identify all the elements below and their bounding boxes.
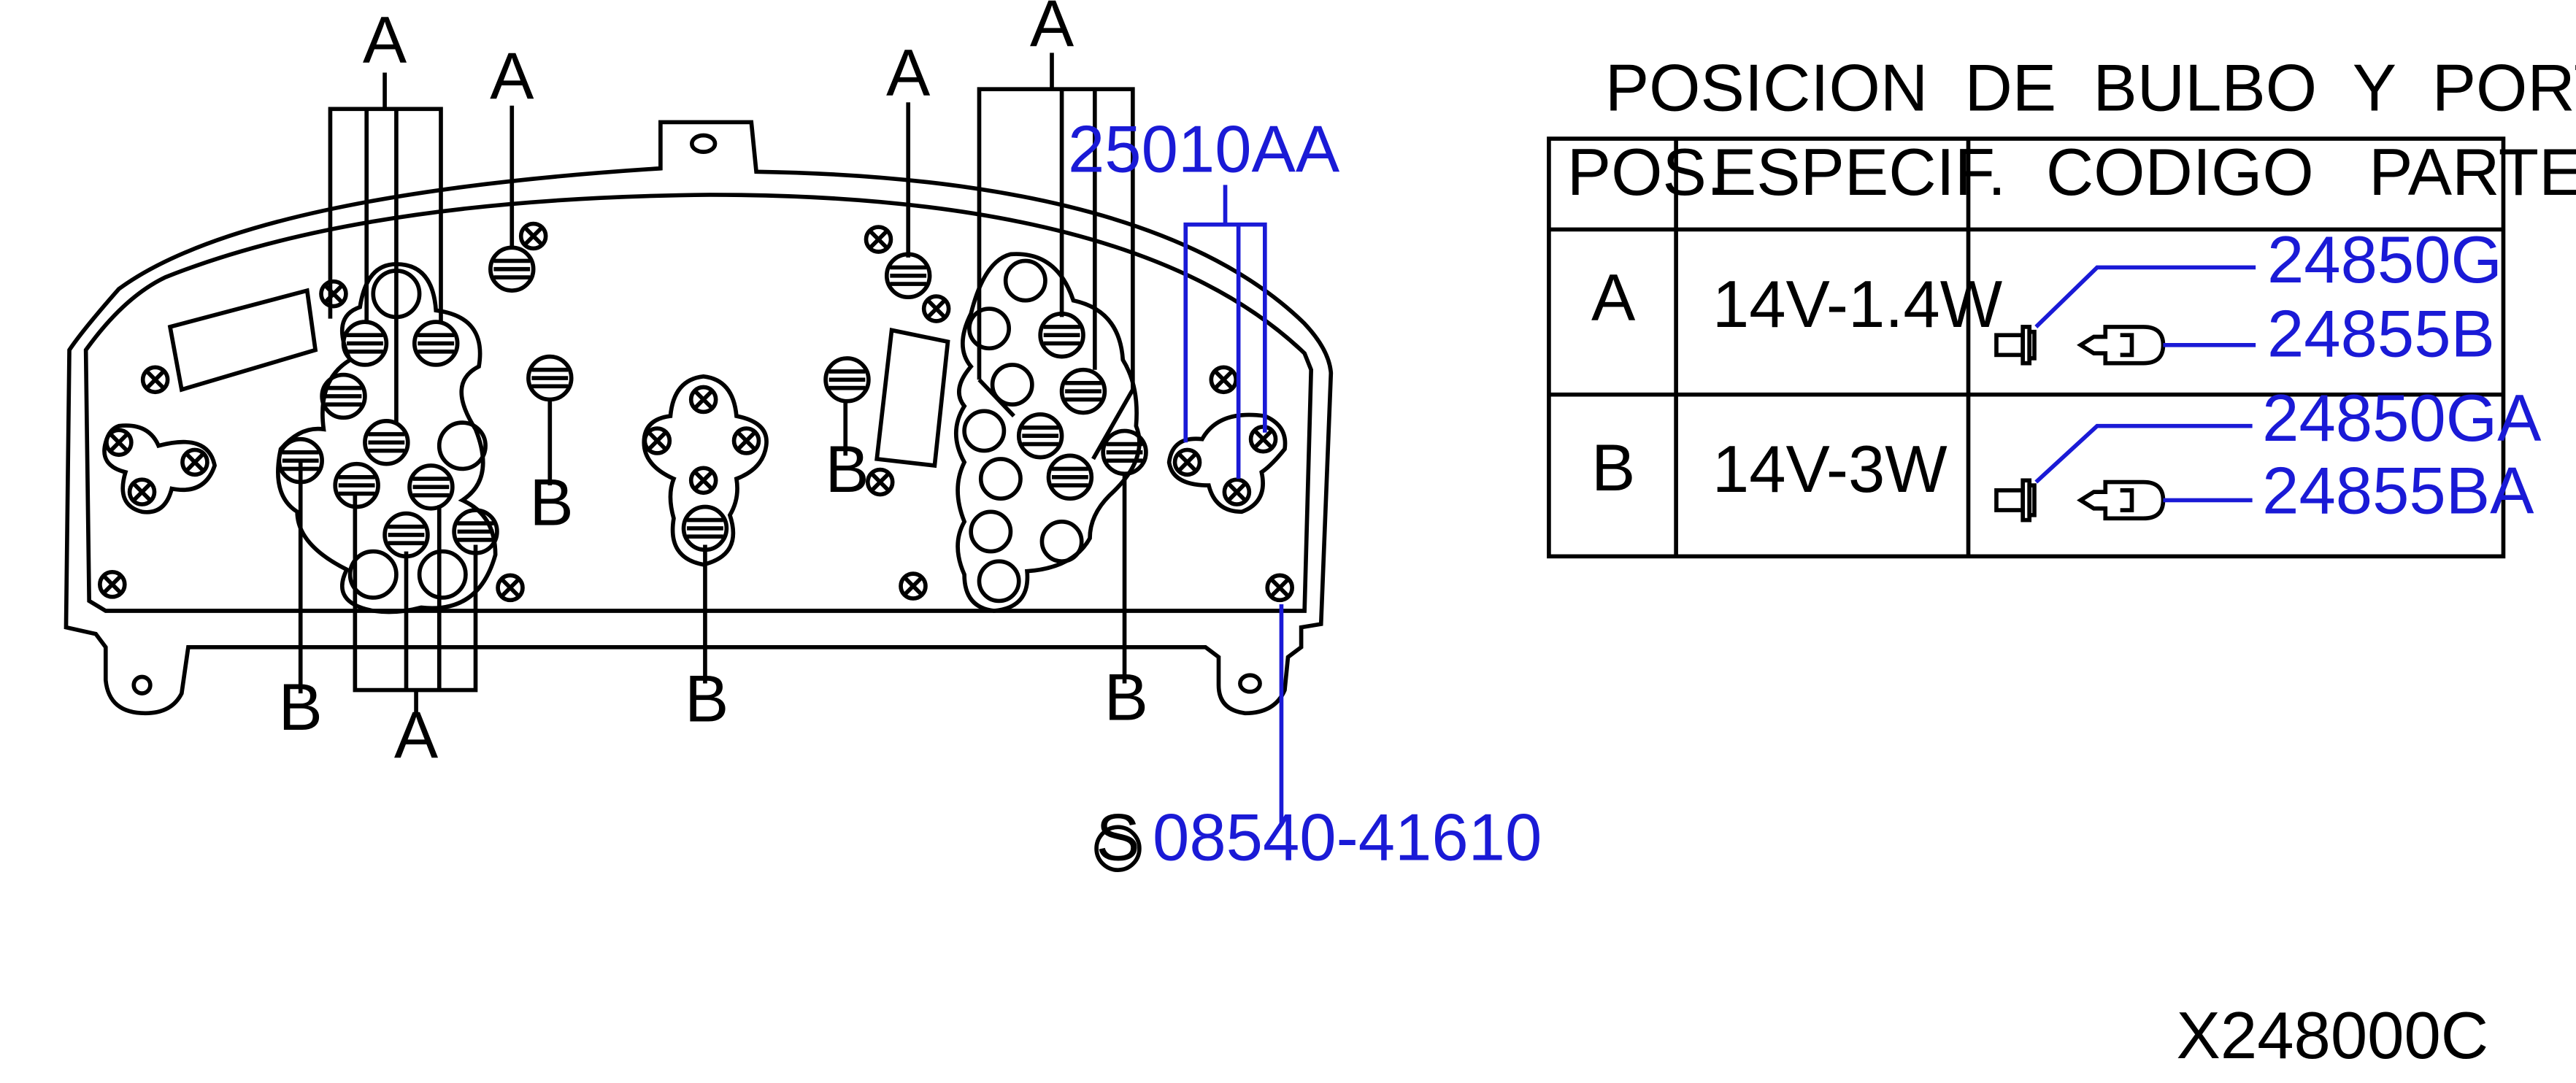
header-code: CODIGO PARTE <box>2046 136 2576 209</box>
screws <box>98 221 1294 603</box>
screw-icon <box>98 570 127 599</box>
screw-icon <box>104 428 134 458</box>
bulb-sockets <box>277 245 1148 559</box>
screw-icon <box>731 426 761 455</box>
label-a-bottom-left: A <box>394 698 439 772</box>
bulb-socket-icon <box>341 320 389 367</box>
right-pcb-outline <box>953 252 1142 613</box>
leader-lines-a-top-left <box>328 72 443 423</box>
row-a-socket-icon <box>1994 325 2037 366</box>
leader-lines-a-bottom-left <box>353 495 478 714</box>
screw-icon <box>127 477 157 506</box>
row-a-socket-part: 24850G <box>2267 223 2502 297</box>
bulb-socket-icon <box>488 245 536 293</box>
row-b-socket-part: 24850GA <box>2262 382 2542 455</box>
left-screw-boss <box>102 423 218 514</box>
row-a-spec: 14V-1.4W <box>1712 268 2003 342</box>
bulb-socket-icon <box>412 320 460 367</box>
screw-icon <box>642 426 672 455</box>
bulb-socket-icon <box>884 252 932 300</box>
label-b-left: B <box>279 671 323 744</box>
row-b-socket-leader <box>2034 423 2253 484</box>
row-b-spec: 14V-3W <box>1712 433 1948 506</box>
screw-part-number: 08540-41610 <box>1153 801 1542 875</box>
screw-icon <box>899 571 928 601</box>
bulb-socket-icon <box>1101 428 1148 477</box>
screw-icon <box>140 365 170 395</box>
label-a-top-right: A <box>1030 0 1074 61</box>
leader-lines-a-top-right <box>977 53 1135 460</box>
bulb-socket-icon <box>1016 412 1064 460</box>
diagram-code: X248000C <box>2177 999 2489 1073</box>
screw-icon <box>1172 447 1202 477</box>
right-screw-boss <box>1166 412 1288 514</box>
lcd-window-left <box>167 288 318 393</box>
bulb-socket-icon <box>407 463 455 511</box>
screw-icon <box>864 225 893 254</box>
screw-icon <box>1222 477 1252 506</box>
lcd-window-right <box>874 328 950 469</box>
screw-icon <box>688 385 718 415</box>
bulb-socket-icon <box>452 508 499 555</box>
screw-part-callout: S 08540-41610 <box>1094 801 1542 875</box>
row-b-bulb-icon <box>2077 479 2166 521</box>
label-a-mid: A <box>886 36 931 110</box>
screw-icon <box>921 294 951 323</box>
screw-icon <box>688 466 718 496</box>
screw-icon <box>496 573 525 603</box>
bulb-socket-icon <box>1046 453 1094 501</box>
screw-icon <box>1265 573 1294 603</box>
label-a-small: A <box>490 40 534 114</box>
screw-icon <box>319 279 348 309</box>
bulb-socket-icon <box>320 372 367 420</box>
bulb-socket-icon <box>363 419 410 466</box>
bulb-socket-icon <box>1059 367 1107 415</box>
bulb-socket-icon <box>1038 311 1085 359</box>
row-b-bulb-part: 24855BA <box>2262 455 2534 528</box>
bulb-socket-icon <box>681 504 729 552</box>
bulb-socket-icon <box>526 354 574 402</box>
screw-symbol: S <box>1096 801 1139 875</box>
row-b-pos: B <box>1591 431 1635 505</box>
table-title: POSICION DE BULBO Y PORTABULBO <box>1605 52 2576 126</box>
leader-lines-harness <box>1183 185 1267 479</box>
screw-icon <box>518 221 548 251</box>
row-a-socket-leader <box>2034 265 2256 328</box>
cluster-housing <box>64 120 1334 716</box>
label-b-center: B <box>685 663 728 736</box>
bulb-socket-icon <box>823 356 871 404</box>
header-spec: ESPECIF. <box>1712 136 2006 209</box>
bulb-socket-icon <box>382 511 430 559</box>
row-a-pos: A <box>1591 261 1636 335</box>
row-a-bulb-part: 24855B <box>2267 298 2495 371</box>
header-pos: POS. <box>1567 136 1725 209</box>
screw-icon <box>865 467 895 497</box>
bulb-socket-icon <box>277 436 324 485</box>
label-a-top-left: A <box>363 4 407 77</box>
label-b-mid: B <box>825 433 869 506</box>
label-b-small: B <box>529 466 573 539</box>
row-a-bulb-icon <box>2077 325 2166 366</box>
harness-part-number: 25010AA <box>1068 112 1340 186</box>
row-b-socket-icon <box>1994 478 2037 523</box>
screw-icon <box>180 447 209 477</box>
screw-icon <box>1209 365 1239 395</box>
bulb-position-table: POSICION DE BULBO Y PORTABULBO POS. ESPE… <box>1547 52 2576 559</box>
label-b-right: B <box>1104 660 1148 734</box>
